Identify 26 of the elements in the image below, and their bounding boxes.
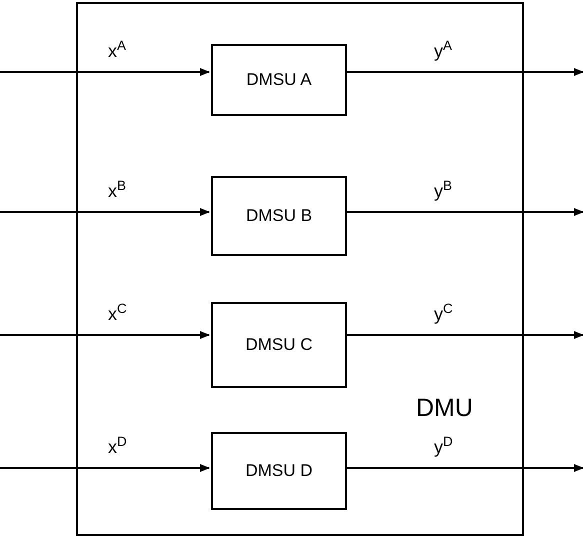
process-box <box>211 176 347 256</box>
process-box <box>211 44 347 116</box>
arrow <box>0 464 210 472</box>
edge-label: y$^{D}$ <box>434 438 453 456</box>
edge-label: x$^{C}$ <box>108 305 127 323</box>
edge-label: x$^{B}$ <box>108 182 126 200</box>
edge-label: y$^{B}$ <box>434 182 452 200</box>
box-label: DMSU B <box>246 205 312 228</box>
container-box <box>76 2 524 536</box>
arrow <box>345 68 583 76</box>
box-label: DMSU A <box>246 69 312 92</box>
arrow <box>0 68 210 76</box>
edge-label: x$^{A}$ <box>108 42 126 60</box>
container-label: DMU <box>416 396 473 421</box>
edge-label: y$^{A}$ <box>434 42 452 60</box>
process-box <box>211 302 347 388</box>
edge-label: x$^{D}$ <box>108 438 127 456</box>
arrow <box>0 208 210 216</box>
edge-label: y$^{C}$ <box>434 305 453 323</box>
box-label: DMSU D <box>245 460 313 482</box>
arrow <box>0 331 210 339</box>
arrow <box>345 464 583 472</box>
box-label: DMSU C <box>245 334 313 356</box>
arrow <box>345 208 583 216</box>
arrow <box>345 331 583 339</box>
process-box <box>211 432 347 510</box>
